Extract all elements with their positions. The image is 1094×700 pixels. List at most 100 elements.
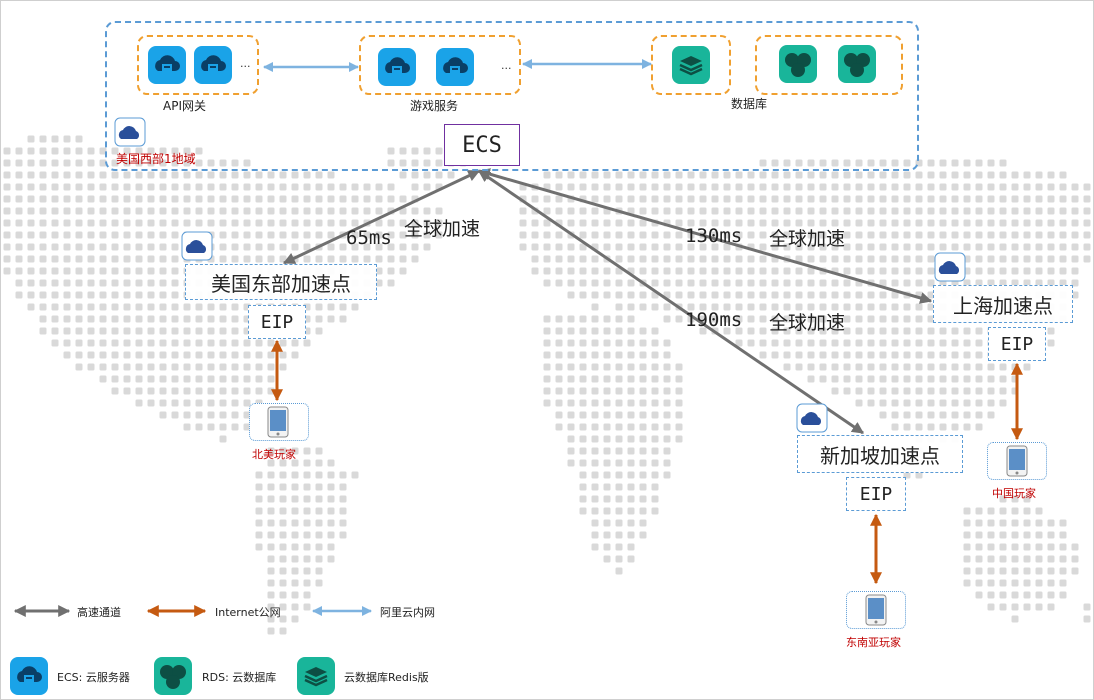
- map-dot: [207, 363, 215, 371]
- map-dot: [159, 375, 167, 383]
- speed-label-us-east: 全球加速: [404, 218, 481, 240]
- map-dot: [831, 207, 839, 215]
- map-dot: [615, 531, 623, 539]
- map-dot: [375, 183, 383, 191]
- map-dot: [651, 387, 659, 395]
- map-dot: [267, 579, 275, 587]
- map-dot: [123, 267, 131, 275]
- map-dot: [867, 183, 875, 191]
- map-dot: [111, 279, 119, 287]
- game-service-label: 游戏服务: [410, 99, 459, 113]
- map-dot: [63, 195, 71, 203]
- map-dot: [171, 387, 179, 395]
- map-dot: [207, 171, 215, 179]
- map-dot: [591, 171, 599, 179]
- api-gateway-group: [137, 35, 259, 95]
- map-dot: [579, 387, 587, 395]
- map-dot: [15, 219, 23, 227]
- map-dot: [219, 339, 227, 347]
- map-dot: [75, 303, 83, 311]
- map-dot: [843, 267, 851, 275]
- map-dot: [603, 243, 611, 251]
- map-dot: [111, 291, 119, 299]
- map-dot: [327, 483, 335, 491]
- map-dot: [1011, 567, 1019, 575]
- map-dot: [891, 351, 899, 359]
- map-dot: [723, 279, 731, 287]
- map-dot: [963, 339, 971, 347]
- map-dot: [963, 195, 971, 203]
- map-dot: [855, 195, 863, 203]
- map-dot: [315, 171, 323, 179]
- map-dot: [951, 351, 959, 359]
- map-dot: [663, 351, 671, 359]
- map-dot: [267, 339, 275, 347]
- map-dot: [99, 363, 107, 371]
- map-dot: [783, 159, 791, 167]
- map-dot: [591, 231, 599, 239]
- map-dot: [807, 339, 815, 347]
- map-dot: [591, 459, 599, 467]
- map-dot: [171, 363, 179, 371]
- map-dot: [843, 183, 851, 191]
- map-dot: [1083, 183, 1091, 191]
- map-dot: [267, 627, 275, 635]
- map-dot: [1035, 279, 1043, 287]
- map-dot: [159, 339, 167, 347]
- map-dot: [75, 135, 83, 143]
- map-dot: [903, 327, 911, 335]
- map-dot: [339, 315, 347, 323]
- map-dot: [723, 255, 731, 263]
- map-dot: [423, 183, 431, 191]
- map-dot: [999, 543, 1007, 551]
- map-dot: [75, 267, 83, 275]
- map-dot: [987, 567, 995, 575]
- map-dot: [87, 231, 95, 239]
- map-dot: [555, 423, 563, 431]
- map-dot: [867, 351, 875, 359]
- legend-rds-label: RDS: 云数据库: [202, 671, 277, 684]
- map-dot: [567, 243, 575, 251]
- map-dot: [747, 315, 755, 323]
- map-dot: [639, 519, 647, 527]
- map-dot: [291, 243, 299, 251]
- map-dot: [255, 339, 263, 347]
- map-dot: [939, 183, 947, 191]
- map-dot: [399, 195, 407, 203]
- map-dot: [987, 363, 995, 371]
- map-dot: [819, 207, 827, 215]
- map-dot: [171, 375, 179, 383]
- map-dot: [1071, 255, 1079, 263]
- map-dot: [243, 363, 251, 371]
- map-dot: [87, 243, 95, 251]
- map-dot: [579, 231, 587, 239]
- map-dot: [723, 195, 731, 203]
- map-dot: [123, 219, 131, 227]
- map-dot: [975, 339, 983, 347]
- map-dot: [3, 147, 11, 155]
- map-dot: [903, 387, 911, 395]
- map-dot: [231, 315, 239, 323]
- ecs-icon: [378, 48, 416, 86]
- map-dot: [591, 315, 599, 323]
- map-dot: [615, 255, 623, 263]
- map-dot: [399, 147, 407, 155]
- map-dot: [639, 411, 647, 419]
- map-dot: [3, 219, 11, 227]
- map-dot: [627, 375, 635, 383]
- map-dot: [1023, 243, 1031, 251]
- map-dot: [999, 519, 1007, 527]
- map-dot: [87, 303, 95, 311]
- map-dot: [723, 267, 731, 275]
- map-dot: [867, 339, 875, 347]
- map-dot: [519, 219, 527, 227]
- map-dot: [603, 459, 611, 467]
- map-dot: [795, 291, 803, 299]
- map-dot: [975, 399, 983, 407]
- map-dot: [855, 231, 863, 239]
- map-dot: [663, 207, 671, 215]
- map-dot: [183, 183, 191, 191]
- map-dot: [963, 327, 971, 335]
- map-dot: [603, 531, 611, 539]
- map-dot: [279, 351, 287, 359]
